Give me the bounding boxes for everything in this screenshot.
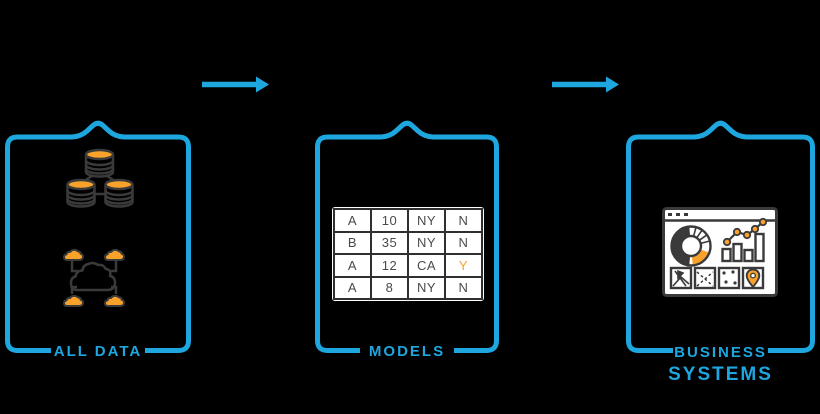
bracket-frame — [626, 120, 815, 353]
model-data-table: A 10 NY N B 35 NY N A 12 CA — [332, 207, 484, 301]
map-tile-icon — [672, 269, 690, 287]
table-cell: N — [444, 275, 483, 300]
scatter-tile-icon — [722, 270, 737, 285]
table-row: A 8 NY N — [333, 275, 483, 300]
stage-models: A 10 NY N B 35 NY N A 12 CA — [315, 119, 499, 414]
bracket-frame — [5, 120, 191, 353]
donut-chart-icon — [670, 225, 712, 267]
combo-chart-icon — [721, 217, 768, 263]
table-cell: NY — [407, 208, 446, 233]
table-cell: N — [444, 230, 483, 255]
table-row: A 10 NY N — [333, 208, 483, 233]
highlighted-cell: Y — [444, 253, 483, 278]
arrow-right-icon — [552, 76, 619, 93]
table-cell: B — [333, 230, 372, 255]
table-cell: A — [333, 208, 372, 233]
table-cell: N — [444, 208, 483, 233]
table-cell: 12 — [370, 253, 409, 278]
table-row: B 35 NY N — [333, 230, 483, 255]
bracket-frame — [315, 120, 499, 353]
stage-all-data: ALL DATA — [5, 119, 191, 414]
table-cell: A — [333, 275, 372, 300]
table-cell: 8 — [370, 275, 409, 300]
table-cell: 10 — [370, 208, 409, 233]
databases-icon — [66, 148, 134, 208]
table-cell: 35 — [370, 230, 409, 255]
stage-label-all-data: ALL DATA — [53, 343, 143, 360]
table-cell: NY — [407, 275, 446, 300]
location-pin-icon — [745, 268, 761, 289]
table-row: A 12 CA Y — [333, 253, 483, 278]
stage-business-systems: BUSINESS SYSTEMS — [626, 119, 815, 414]
routes-tile-icon — [696, 271, 714, 287]
stage-label-systems: SYSTEMS — [668, 364, 773, 385]
table-cell: A — [333, 253, 372, 278]
stage-label-business: BUSINESS — [674, 344, 767, 361]
cloud-network-icon — [63, 248, 125, 307]
arrow-right-icon — [202, 76, 269, 93]
stage-label-models: MODELS — [368, 343, 446, 360]
table-cell: NY — [407, 230, 446, 255]
table-cell: CA — [407, 253, 446, 278]
dashboard-icon — [662, 207, 778, 297]
